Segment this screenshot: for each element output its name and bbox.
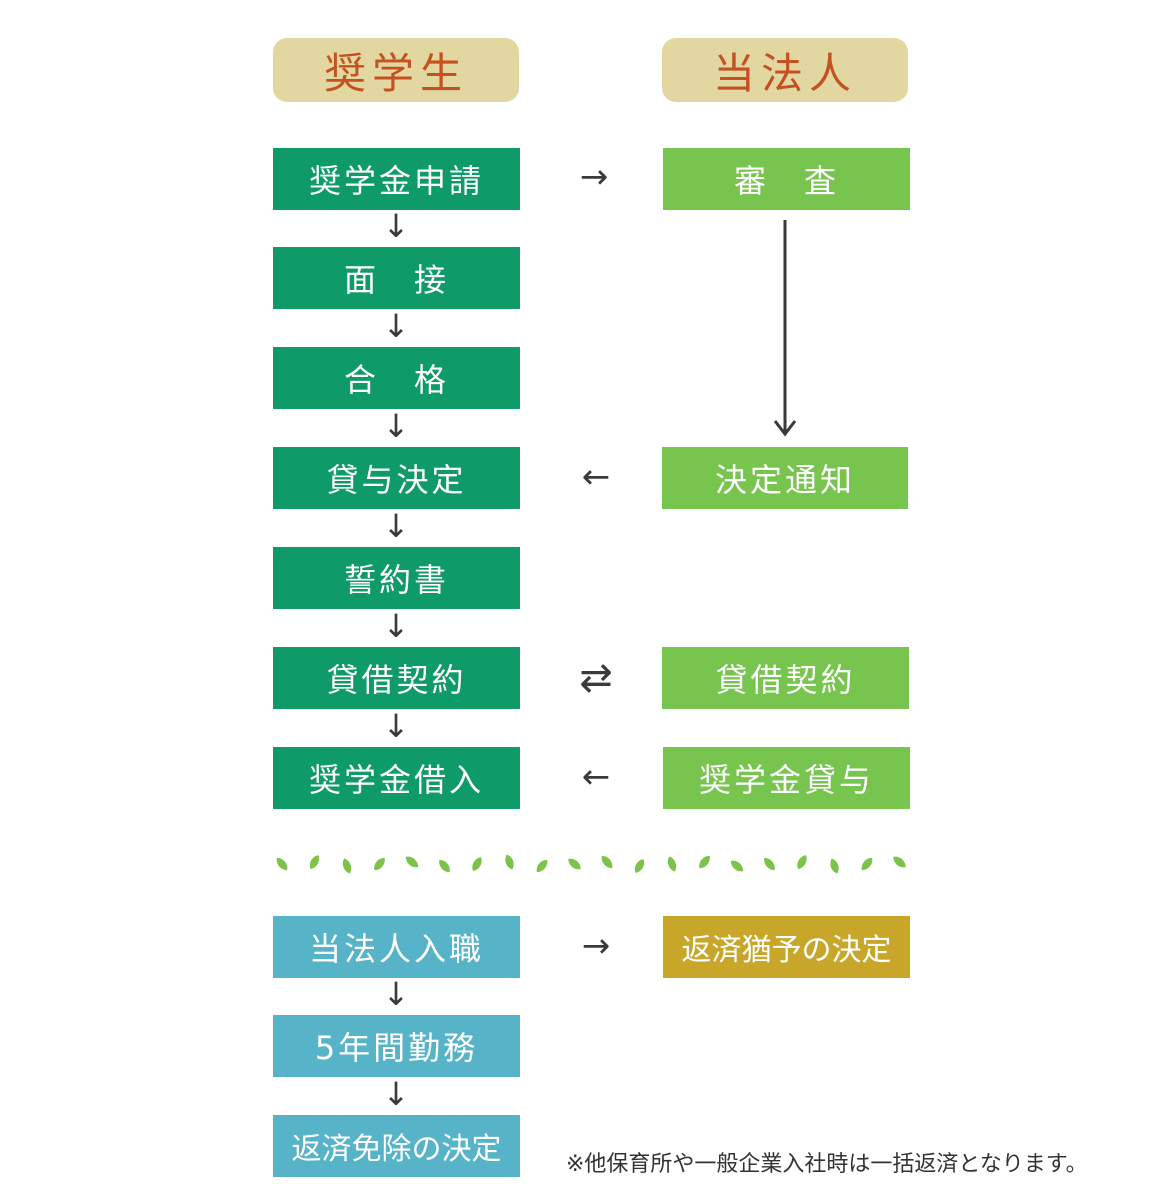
leaf-icon	[764, 857, 775, 871]
leaf-icon	[276, 857, 288, 871]
step-decision-notice: 決定通知	[662, 447, 908, 509]
leaf-icon	[699, 855, 710, 869]
step-loan-decision: 貸与決定	[273, 447, 520, 509]
leaf-icon	[374, 857, 385, 871]
long-arrow-down-icon	[773, 220, 797, 437]
leaf-icon	[667, 856, 677, 872]
step-loan-contract-corp: 貸借契約	[662, 647, 909, 709]
step-loan-contract: 貸借契約	[273, 647, 520, 709]
arrow-down-icon: ↓	[382, 707, 410, 745]
step-pledge: 誓約書	[273, 547, 520, 609]
step-pass: 合 格	[273, 347, 520, 409]
step-repayment-exemption: 返済免除の決定	[273, 1115, 520, 1177]
arrow-down-icon: ↓	[382, 607, 410, 645]
header-corporation: 当法人	[662, 38, 908, 102]
leaf-icon	[601, 855, 613, 869]
leaf-divider	[276, 854, 906, 874]
leaf-icon	[309, 855, 320, 869]
leaf-icon	[830, 858, 839, 874]
arrow-right-icon: →	[581, 926, 611, 966]
arrow-down-icon: ↓	[382, 407, 410, 445]
step-five-years-work: 5年間勤務	[273, 1015, 520, 1077]
leaf-icon	[505, 854, 514, 870]
leaf-icon	[861, 857, 873, 871]
step-interview: 面 接	[273, 247, 520, 309]
step-scholarship-lending: 奨学金貸与	[663, 747, 910, 809]
arrow-down-icon: ↓	[382, 1075, 410, 1113]
arrow-down-icon: ↓	[382, 207, 410, 245]
leaf-icon	[405, 856, 419, 868]
step-scholarship-application: 奨学金申請	[273, 148, 520, 210]
arrows-bidirectional-icon: ⇄	[579, 655, 613, 701]
arrow-right-icon: →	[579, 157, 609, 197]
leaf-icon	[342, 858, 352, 874]
arrow-down-icon: ↓	[382, 507, 410, 545]
footnote: ※他保育所や一般企業入社時は一括返済となります。	[566, 1152, 1088, 1177]
leaf-icon	[472, 857, 482, 871]
step-repayment-deferral: 返済猶予の決定	[663, 916, 910, 978]
step-borrow-scholarship: 奨学金借入	[273, 747, 520, 809]
leaf-icon	[536, 859, 548, 873]
arrow-down-icon: ↓	[382, 307, 410, 345]
arrow-down-icon: ↓	[382, 975, 410, 1013]
step-screening: 審 査	[663, 148, 910, 210]
leaf-icon	[439, 859, 450, 873]
leaf-icon	[893, 856, 906, 868]
leaf-icon	[797, 855, 807, 869]
arrow-left-icon: ←	[581, 457, 611, 497]
header-student: 奨学生	[273, 38, 519, 102]
leaf-icon	[730, 860, 744, 872]
leaf-icon	[568, 858, 581, 870]
step-join-corporation: 当法人入職	[273, 916, 520, 978]
arrow-left-icon: ←	[581, 757, 611, 797]
leaf-icon	[634, 859, 645, 873]
